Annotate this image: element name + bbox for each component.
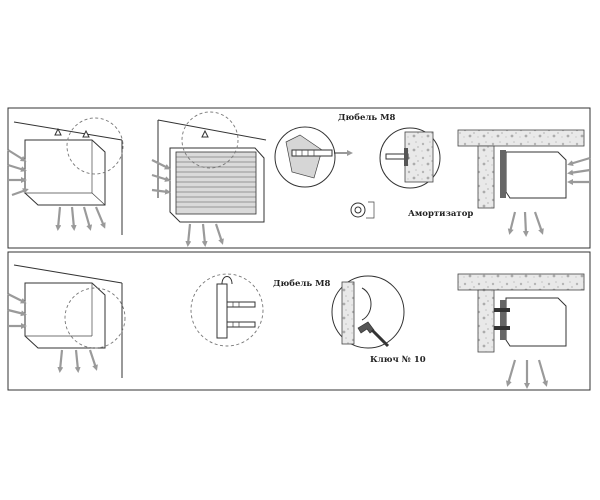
wall-column	[477, 145, 495, 209]
wrench-detail: Ключ № 10	[331, 275, 426, 365]
dowel	[226, 321, 256, 328]
wall-mount-panel: Дюбель M8 Амортизатор	[7, 107, 591, 249]
panel-frame	[7, 107, 591, 249]
heater-unit	[505, 297, 567, 347]
detail-circle	[190, 273, 264, 347]
damper-icon	[350, 201, 375, 219]
ceiling-mount-scene	[457, 129, 591, 237]
dowel-detail: Дюбель M8	[274, 112, 395, 188]
heater-unit	[24, 139, 106, 206]
dowel	[226, 301, 256, 308]
wrench-label: Ключ № 10	[370, 355, 426, 365]
ceiling-slab	[457, 273, 585, 291]
grille	[175, 151, 257, 215]
detail-circle	[181, 111, 239, 169]
dowel-label: Дюбель M8	[338, 112, 395, 123]
airflow-arrows	[151, 159, 224, 247]
detail-circle	[66, 117, 124, 175]
ceiling-slab	[457, 129, 585, 147]
bracket	[500, 150, 506, 198]
airflow-arrows	[7, 149, 106, 231]
panel-frame	[7, 251, 591, 391]
airflow-arrows	[507, 156, 591, 237]
bracket-dowel-detail: Дюбель M8	[190, 273, 330, 347]
heater-unit	[24, 282, 106, 349]
grille-unit-scene	[151, 111, 267, 247]
bolt-detail: Амортизатор	[350, 127, 473, 219]
ceiling-mount-panel: Дюбель M8 Ключ № 10	[7, 251, 591, 391]
detail-circle	[274, 126, 336, 188]
wrench-icon	[357, 321, 375, 334]
corner-unit-scene	[7, 264, 126, 378]
mounting-bracket	[201, 129, 209, 138]
detail-circle	[64, 287, 126, 349]
heater-unit	[505, 151, 567, 199]
mounting-plate	[216, 283, 228, 339]
wall-unit-scene	[7, 117, 124, 235]
detail-circle	[379, 127, 441, 189]
airflow-arrows	[7, 293, 98, 373]
wall-column	[477, 289, 495, 353]
ceiling-bolt-scene	[457, 273, 585, 389]
mounting-bracket	[54, 127, 90, 138]
dowel	[291, 149, 333, 157]
damper-label: Амортизатор	[408, 209, 473, 219]
detail-circle	[331, 275, 405, 349]
dowel-label: Дюбель M8	[273, 278, 330, 289]
bracket	[500, 300, 506, 340]
airflow-arrows	[505, 359, 549, 389]
